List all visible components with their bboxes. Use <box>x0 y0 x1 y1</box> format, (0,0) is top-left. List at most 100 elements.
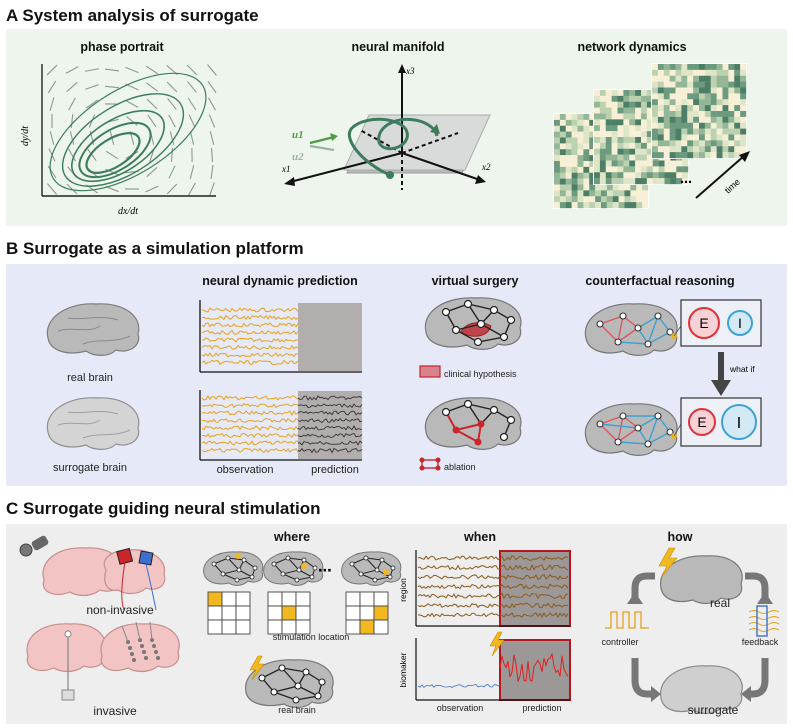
phase-ylabel: dy/dt <box>20 126 31 146</box>
vector-field-arrow <box>47 80 57 94</box>
prediction-label-c: prediction <box>522 703 562 713</box>
clinical-hypothesis-label: clinical hypothesis <box>444 369 517 379</box>
axis-x2-label: x2 <box>481 162 491 172</box>
vector-field-arrow <box>166 81 178 93</box>
vector-field-arrow <box>105 150 119 160</box>
e-label-bottom: E <box>697 414 706 430</box>
vector-field-arrow <box>147 114 157 128</box>
vector-field-arrow <box>47 183 57 195</box>
vector-field-arrow <box>210 164 214 180</box>
vector-field-arrow <box>207 64 217 76</box>
how-title: how <box>667 530 693 544</box>
vector-field-arrow <box>209 131 215 145</box>
invasive-label: invasive <box>93 704 137 718</box>
vector-field-arrow <box>166 183 178 195</box>
vector-field-arrow <box>104 85 120 89</box>
vector-field-arrow <box>68 97 76 111</box>
counterfactual-diagram: E I what if E I <box>584 299 762 456</box>
svg-text:⋯: ⋯ <box>680 175 692 189</box>
u2-label: u2 <box>292 151 304 163</box>
vector-field-arrow <box>146 166 158 178</box>
controller-label: controller <box>601 637 639 647</box>
surrogate-brain <box>46 397 140 450</box>
vector-field-arrow <box>169 131 175 145</box>
vector-field-arrow <box>168 165 176 179</box>
vector-field-arrow <box>167 98 177 110</box>
vector-field-arrow <box>189 131 195 145</box>
vector-field-arrow <box>65 66 79 74</box>
counterfactual-title: counterfactual reasoning <box>585 274 735 288</box>
observation-label-b: observation <box>216 464 274 476</box>
vector-field-arrow <box>207 80 217 94</box>
axis-x1-label: x1 <box>281 164 291 174</box>
vector-field-arrow <box>187 81 197 93</box>
vector-field-arrow <box>49 131 55 145</box>
vector-field-arrow <box>49 97 55 111</box>
network-dynamics-title: network dynamics <box>577 40 687 54</box>
i-label-top: I <box>738 315 742 331</box>
svg-text:⋯: ⋯ <box>318 562 332 578</box>
vector-field-arrow <box>145 185 159 193</box>
time-label: time <box>723 177 742 196</box>
where-diagram: ⋯ <box>203 551 402 709</box>
vector-field-arrow <box>209 182 215 196</box>
where-title: where <box>273 530 311 544</box>
vector-field-arrow <box>210 147 214 163</box>
vector-field-arrow <box>86 99 98 109</box>
section-a-title: A System analysis of surrogate <box>6 6 259 25</box>
section-c-title: C Surrogate guiding neural stimulation <box>6 499 321 518</box>
feedback-label: feedback <box>741 637 779 647</box>
vector-field-arrow <box>68 148 76 162</box>
vector-field-arrow <box>208 97 216 111</box>
when-diagram: region biomaker <box>398 550 571 701</box>
vector-field-arrow <box>188 182 196 196</box>
biomarker-label: biomaker <box>398 652 408 687</box>
vector-field-arrow <box>85 84 99 90</box>
vector-field-arrow <box>125 66 139 74</box>
prediction-traces <box>199 300 363 461</box>
real-brain-label: real brain <box>67 372 113 384</box>
virtual-surgery <box>419 297 522 471</box>
surrogate-brain-label: surrogate brain <box>53 462 127 474</box>
vector-field-arrow <box>104 68 120 72</box>
vector-field-arrow <box>46 64 58 76</box>
when-title: when <box>464 530 496 544</box>
vector-field-arrow <box>187 97 197 111</box>
axis-x3-label: x3 <box>405 66 415 76</box>
phase-xlabel: dx/dt <box>118 206 138 217</box>
vector-field-arrow <box>87 149 97 161</box>
vector-field-arrow <box>145 65 159 75</box>
network-dynamics: ⋯ time <box>553 63 750 209</box>
non-invasive-label: non-invasive <box>86 603 154 617</box>
surrogate-label: surrogate <box>687 703 739 717</box>
vector-field-arrow <box>188 114 196 128</box>
region-label: region <box>398 578 408 602</box>
vector-field-arrow <box>168 114 176 128</box>
vector-field-arrow <box>189 165 195 179</box>
what-if-label: what if <box>729 364 755 374</box>
virtual-surgery-title: virtual surgery <box>431 274 519 288</box>
u1-label: u1 <box>292 129 304 141</box>
vector-field-arrow <box>66 81 78 93</box>
prediction-label-b: prediction <box>311 464 359 476</box>
vector-field-arrow <box>70 113 74 129</box>
vector-field-arrow <box>146 82 158 92</box>
vector-field-arrow <box>126 116 138 126</box>
i-label-bottom: I <box>737 415 741 432</box>
how-diagram <box>605 547 780 715</box>
stimulation-location-label: stimulation location <box>272 632 350 642</box>
vector-field-arrow <box>85 68 99 72</box>
observation-label-c: observation <box>436 703 484 713</box>
phase-portrait: dy/dt dx/dt <box>20 64 217 217</box>
real-brain <box>46 303 140 356</box>
real-label: real <box>709 596 730 610</box>
vector-field-arrow <box>69 131 75 145</box>
vector-field-arrow <box>186 64 198 76</box>
stimulation-brains <box>19 535 180 701</box>
section-b-title: B Surrogate as a simulation platform <box>6 239 304 258</box>
vector-field-arrow <box>208 114 216 128</box>
vector-field-arrow <box>125 100 139 108</box>
vector-field-arrow <box>170 147 174 163</box>
neural-manifold-title: neural manifold <box>351 40 445 54</box>
ablation-label: ablation <box>444 462 476 472</box>
